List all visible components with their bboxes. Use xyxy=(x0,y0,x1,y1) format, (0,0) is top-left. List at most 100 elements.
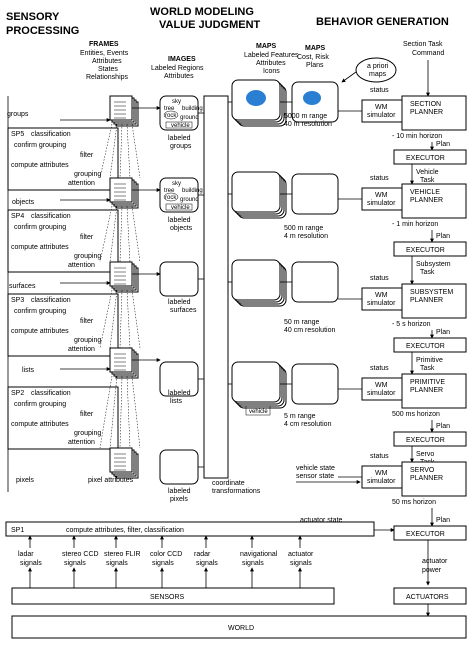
planner-horizon: 500 ms horizon xyxy=(392,411,440,418)
executor-box xyxy=(393,431,467,447)
executor-bottom-label: EXECUTOR xyxy=(406,531,445,538)
a-priori-2: maps xyxy=(369,71,387,78)
task-label-2: Task xyxy=(420,269,435,276)
planner-horizon: - 5 s horizon xyxy=(392,321,431,328)
image-label-1: labeled xyxy=(168,299,191,306)
vehicle-shape xyxy=(165,203,193,211)
map-range: 500 m range xyxy=(284,225,323,232)
sp-grouping: grouping xyxy=(74,171,101,178)
projection-line xyxy=(131,123,141,179)
planner-box xyxy=(401,283,467,319)
status-label: status xyxy=(370,365,389,372)
planner-title-2: PLANNER xyxy=(410,109,443,116)
rock-shape xyxy=(163,192,179,202)
projection-line xyxy=(99,289,113,349)
label-pixels: pixels xyxy=(16,477,34,484)
sp-grouping: grouping xyxy=(74,253,101,260)
actuator-power-1: actuator xyxy=(422,558,448,565)
a-priori-1: a priori xyxy=(367,63,389,70)
word-ground: ground xyxy=(180,197,199,203)
planner-title-2: PLANNER xyxy=(410,297,443,304)
planner-horizon: - 1 min horizon xyxy=(392,221,438,228)
actuators-label: ACTUATORS xyxy=(406,594,449,601)
sp-classification: classification xyxy=(31,131,71,138)
image-label-2: pixels xyxy=(170,496,188,503)
task-label-1: Servo xyxy=(416,451,434,458)
projection-line xyxy=(109,289,118,349)
rock-shape xyxy=(163,110,179,120)
wm-label: WM xyxy=(375,104,388,111)
labeled-image xyxy=(159,261,199,297)
images-sub-1: Labeled Regions xyxy=(151,65,204,72)
map-resolution: 4 m resolution xyxy=(284,233,328,240)
section-task-2: Command xyxy=(412,50,444,57)
wm-simulator-label: simulator xyxy=(367,390,396,397)
wm-simulator-label: simulator xyxy=(367,200,396,207)
plan-label: Plan xyxy=(436,517,450,524)
projection-line xyxy=(99,375,113,449)
sensors-label: SENSORS xyxy=(150,594,185,601)
word-building: building xyxy=(182,106,203,112)
projection-line xyxy=(126,123,131,179)
signal-label: signals xyxy=(290,560,312,567)
wm-simulator-label: simulator xyxy=(367,300,396,307)
lake-shape xyxy=(303,91,321,105)
sp-compute: compute attributes xyxy=(11,328,69,335)
sp-box xyxy=(7,293,119,357)
signal-name: stereo CCD xyxy=(62,551,99,558)
image-label-2: surfaces xyxy=(170,307,197,314)
image-label-2: objects xyxy=(170,225,193,232)
vehicle-tag: vehicle xyxy=(249,409,268,415)
sp-classification: classification xyxy=(31,297,71,304)
projection-line xyxy=(109,123,118,179)
cost-map xyxy=(291,363,339,405)
word-building: building xyxy=(182,188,203,194)
executor-bottom xyxy=(393,525,467,541)
executor-box xyxy=(393,241,467,257)
sensors-box xyxy=(11,587,335,605)
planner-title-2: PLANNER xyxy=(410,197,443,204)
maps-sub-2: Attributes xyxy=(256,60,286,67)
planner-title-1: PRIMITIVE xyxy=(410,379,445,386)
planner-title-1: SERVO xyxy=(410,467,435,474)
sp-classification: classification xyxy=(31,213,71,220)
map-resolution: 4 cm resolution xyxy=(284,421,332,428)
projection-line xyxy=(109,205,118,263)
sp-confirm: confirm grouping xyxy=(14,308,66,315)
projection-line xyxy=(109,375,118,449)
word-rock: rock xyxy=(165,195,177,201)
projection-line xyxy=(119,123,123,179)
frame-sheet xyxy=(109,177,133,203)
sp-grouping: grouping xyxy=(74,337,101,344)
signal-name: color CCD xyxy=(150,551,182,558)
maps-header-1: MAPS xyxy=(256,43,277,50)
map-sheet xyxy=(231,259,281,301)
sp-compute: compute attributes xyxy=(11,162,69,169)
vehicle-shape xyxy=(165,121,193,129)
signal-name: navigational xyxy=(240,551,278,558)
planner-title-2: PLANNER xyxy=(410,387,443,394)
executor-label: EXECUTOR xyxy=(406,247,445,254)
signal-label: signals xyxy=(152,560,174,567)
header-sensory-1: SENSORY xyxy=(6,11,60,23)
signal-name: actuator xyxy=(288,551,314,558)
sp-confirm: confirm grouping xyxy=(14,401,66,408)
image-label-2: lists xyxy=(170,398,183,405)
image-label-1: labeled xyxy=(168,217,191,224)
sp-id: SP4 xyxy=(11,213,24,220)
executor-label: EXECUTOR xyxy=(406,437,445,444)
task-label-2: Task xyxy=(420,177,435,184)
wm-simulator-label: simulator xyxy=(367,112,396,119)
maps-sub-3: Icons xyxy=(263,68,280,75)
planner-box xyxy=(401,461,467,497)
planner-box xyxy=(401,373,467,409)
sp-classification: classification xyxy=(31,390,71,397)
plan-label: Plan xyxy=(436,329,450,336)
signal-label: signals xyxy=(196,560,218,567)
task-label-1: Primitive xyxy=(416,357,443,364)
lake-shape xyxy=(246,90,266,106)
projection-line xyxy=(126,375,131,449)
images-header: IMAGES xyxy=(168,56,196,63)
frames-sub-4: Relationships xyxy=(86,74,129,81)
maps2-sub-2: Plans xyxy=(306,62,324,69)
